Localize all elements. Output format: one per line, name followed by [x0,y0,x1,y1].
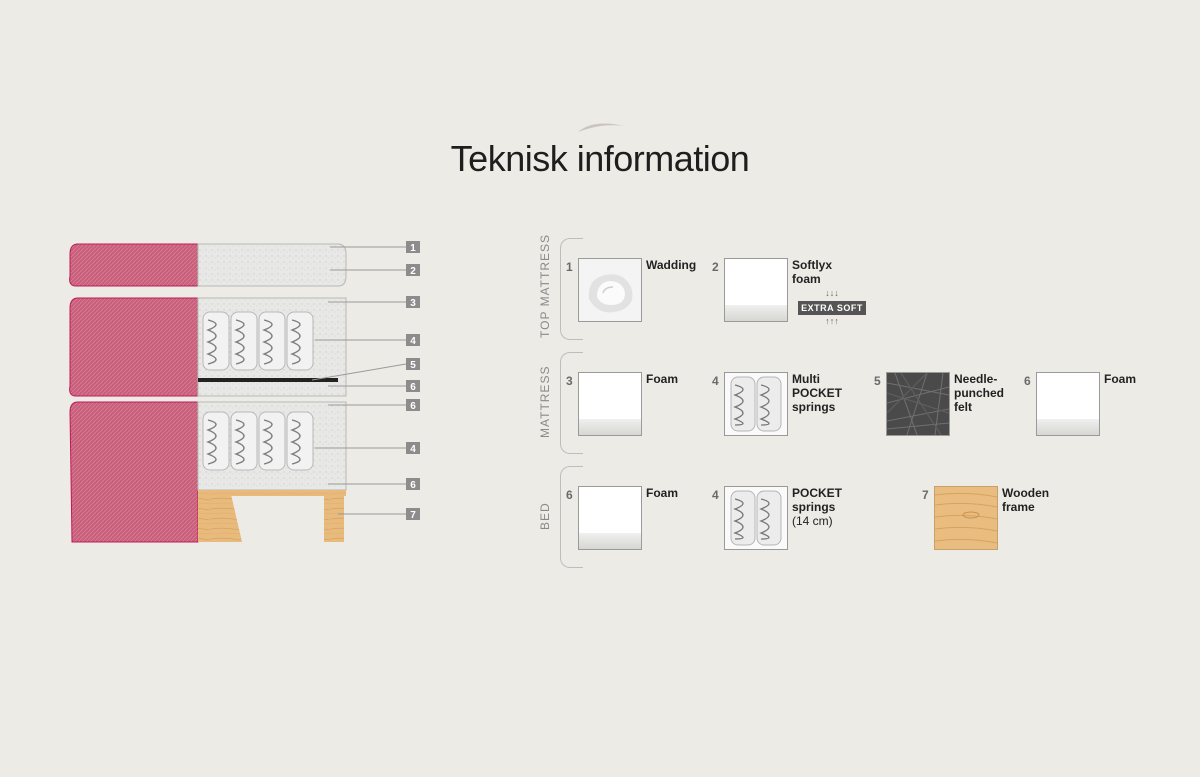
item-number: 5 [874,374,881,388]
callout-boxes: 1 2 3 4 5 6 6 4 6 7 [406,241,420,521]
logo-swoosh-icon [578,123,624,132]
item-label: Multi POCKET springs [792,372,843,414]
top-mattress-layer [69,243,347,287]
callout-4b: 4 [410,444,416,455]
group-label-mattress: MATTRESS [538,365,552,438]
item-label-main: POCKET springs [792,486,843,514]
item-number: 7 [922,488,929,502]
group-bracket-top-mattress [560,238,583,340]
group-label-bed: BED [538,502,552,530]
callout-2: 2 [410,266,416,277]
foam-swatch [578,486,642,550]
callout-7: 7 [410,510,416,521]
arrows-down-icon: ↓↓↓ [825,288,839,298]
callout-leaders [311,246,407,515]
item-label: Foam [646,486,679,500]
mattress-layer [69,297,347,397]
felt-swatch [886,372,950,436]
item-number: 1 [566,260,573,274]
item-label: POCKET springs (14 cm) [792,486,842,528]
item-label: Wadding [646,258,697,272]
foam-swatch [1036,372,1100,436]
wood-swatch [934,486,998,550]
extra-soft-tag: EXTRA SOFT [798,301,866,315]
item-number: 3 [566,374,573,388]
callout-3: 3 [410,298,416,309]
page-title: Teknisk information [450,138,750,179]
item-number: 6 [1024,374,1031,388]
item-number: 4 [712,488,719,502]
group-bracket-bed [560,466,583,568]
wadding-swatch [578,258,642,322]
callout-6a: 6 [410,382,416,393]
item-number: 4 [712,374,719,388]
callout-6b: 6 [410,401,416,412]
callout-4: 4 [410,336,416,347]
springs-swatch [724,372,788,436]
item-label: Softlyx foam [792,258,833,286]
foam-swatch [578,372,642,436]
mattress-cross-section-diagram: 1 2 3 4 5 6 6 4 6 7 [69,241,420,543]
group-label-top-mattress: TOP MATTRESS [538,233,552,338]
item-label: Foam [646,372,679,386]
springs-swatch [724,486,788,550]
extra-soft-badge: ↓↓↓ EXTRA SOFT ↑↑↑ [796,288,868,326]
item-number: 2 [712,260,719,274]
callout-6c: 6 [410,480,416,491]
item-label-sub: (14 cm) [792,514,833,528]
foam-swatch [724,258,788,322]
callout-5: 5 [410,360,416,371]
item-number: 6 [566,488,573,502]
item-label: Wooden frame [1002,486,1050,514]
group-bracket-mattress [560,352,583,454]
item-label: Needle-punched felt [954,372,1004,414]
arrows-up-icon: ↑↑↑ [825,316,839,326]
callout-1: 1 [410,243,416,254]
item-label: Foam [1104,372,1137,386]
bed-layer [69,401,347,543]
